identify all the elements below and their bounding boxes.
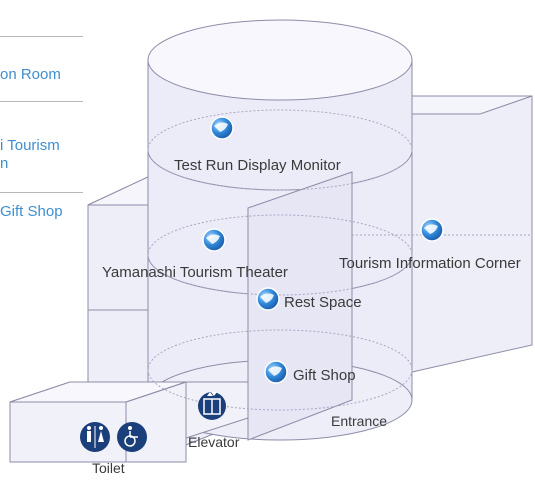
nav-item-label-line2: n xyxy=(0,155,9,172)
globe-icon[interactable] xyxy=(264,360,288,384)
elevator-icon[interactable] xyxy=(198,392,226,420)
label-yamanashi-tourism-theater: Yamanashi Tourism Theater xyxy=(102,264,288,281)
label-tourism-information-corner: Tourism Information Corner xyxy=(339,255,521,272)
label-toilet: Toilet xyxy=(92,460,125,476)
nav-divider xyxy=(0,101,83,102)
label-test-run-display-monitor: Test Run Display Monitor xyxy=(174,157,341,174)
nav-divider xyxy=(0,192,83,193)
label-rest-space: Rest Space xyxy=(284,294,362,311)
globe-icon[interactable] xyxy=(420,218,444,242)
restroom-icon[interactable] xyxy=(80,422,110,452)
nav-divider-top xyxy=(0,36,83,37)
globe-icon[interactable] xyxy=(202,228,226,252)
nav-item-label: i Tourism xyxy=(0,137,60,154)
globe-icon[interactable] xyxy=(210,116,234,140)
globe-icon[interactable] xyxy=(256,287,280,311)
toilet-building xyxy=(9,381,249,463)
label-entrance: Entrance xyxy=(331,413,387,429)
nav-item-gift-shop[interactable]: Gift Shop xyxy=(0,203,63,221)
nav-item-yamanashi-tourism[interactable]: i Tourism n xyxy=(0,137,60,173)
nav-item-label: on Room xyxy=(0,66,61,83)
label-elevator: Elevator xyxy=(188,434,240,450)
wheelchair-icon[interactable] xyxy=(117,422,147,452)
label-gift-shop: Gift Shop xyxy=(293,367,356,384)
nav-item-label: Gift Shop xyxy=(0,203,63,220)
nav-item-observation-room[interactable]: on Room xyxy=(0,66,61,84)
